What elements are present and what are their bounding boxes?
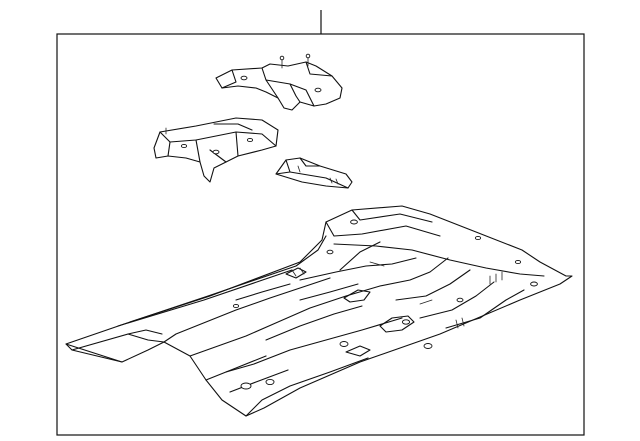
seat-reinforcement-bracket[interactable]	[153, 117, 279, 183]
small-support-bracket[interactable]	[275, 157, 353, 189]
front-crossmember-bracket[interactable]	[215, 53, 343, 111]
diagram-frame	[56, 33, 585, 436]
floor-pan-assembly[interactable]	[65, 205, 573, 417]
